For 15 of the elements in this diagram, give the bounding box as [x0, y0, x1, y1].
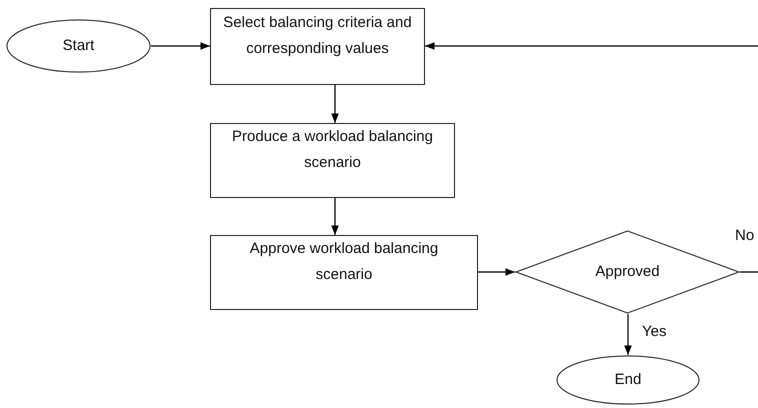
- node-label: Start: [62, 36, 94, 56]
- arrow: [478, 268, 515, 276]
- arrow: [331, 85, 339, 123]
- process-box: [210, 8, 425, 85]
- arrow: [331, 198, 339, 235]
- arrow: [624, 314, 632, 355]
- process-box: [210, 123, 455, 198]
- node-label: Select balancing criteria and corresponding values: [223, 12, 412, 58]
- arrow: [151, 42, 210, 50]
- node-label: End: [614, 370, 642, 390]
- node-label: Produce a workload balancing scenario: [231, 126, 434, 172]
- node-label: Approved: [595, 262, 660, 282]
- node-label: Approve workload balancing scenario: [248, 238, 440, 284]
- arrow: [425, 42, 758, 50]
- process-box: [210, 235, 478, 310]
